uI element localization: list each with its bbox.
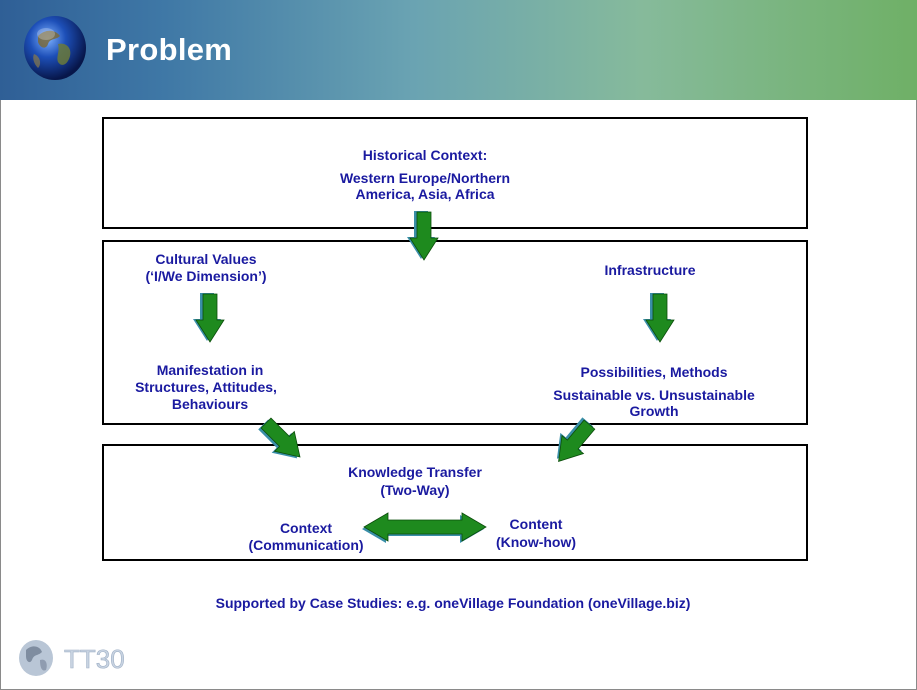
globe-icon bbox=[24, 16, 86, 80]
knowledge-transfer-line1: Knowledge Transfer bbox=[348, 464, 482, 480]
possibilities-line1: Possibilities, Methods bbox=[580, 364, 728, 380]
possibilities-line3: Growth bbox=[629, 403, 679, 419]
historical-context-line2: America, Asia, Africa bbox=[355, 186, 495, 202]
context-line2: (Communication) bbox=[248, 537, 364, 553]
historical-context-heading: Historical Context: bbox=[362, 147, 488, 163]
manifestation-line3: Behaviours bbox=[171, 396, 249, 412]
historical-context-box bbox=[102, 117, 808, 229]
values-infrastructure-box bbox=[102, 240, 808, 425]
possibilities-line2: Sustainable vs. Unsustainable bbox=[553, 387, 755, 403]
context-line1: Context bbox=[279, 520, 333, 536]
arrow-down-cultural bbox=[193, 293, 225, 343]
footnote-text: Supported by Case Studies: e.g. oneVilla… bbox=[215, 595, 691, 611]
infrastructure-label: Infrastructure bbox=[604, 262, 696, 278]
arrow-down-infrastructure bbox=[643, 293, 675, 343]
manifestation-line1: Manifestation in bbox=[156, 362, 264, 378]
content-line1: Content bbox=[509, 516, 563, 532]
arrow-diagonal-right bbox=[546, 412, 601, 471]
arrow-double-context-content bbox=[362, 512, 487, 543]
svg-text:TT30: TT30 bbox=[64, 644, 125, 674]
arrow-diagonal-left bbox=[253, 412, 311, 469]
cultural-values-line1: Cultural Values bbox=[155, 251, 257, 267]
page-title: Problem bbox=[106, 32, 233, 67]
knowledge-transfer-line2: (Two-Way) bbox=[380, 482, 450, 498]
manifestation-line2: Structures, Attitudes, bbox=[135, 379, 277, 395]
historical-context-line1: Western Europe/Northern bbox=[339, 170, 511, 186]
cultural-values-line2: (‘I/We Dimension’) bbox=[145, 268, 267, 284]
content-line2: (Know-how) bbox=[495, 534, 577, 550]
arrow-down-history bbox=[407, 211, 439, 261]
knowledge-transfer-box bbox=[102, 444, 808, 561]
tt30-logo: TT30 bbox=[19, 640, 125, 676]
slide-header: Problem bbox=[0, 0, 917, 100]
